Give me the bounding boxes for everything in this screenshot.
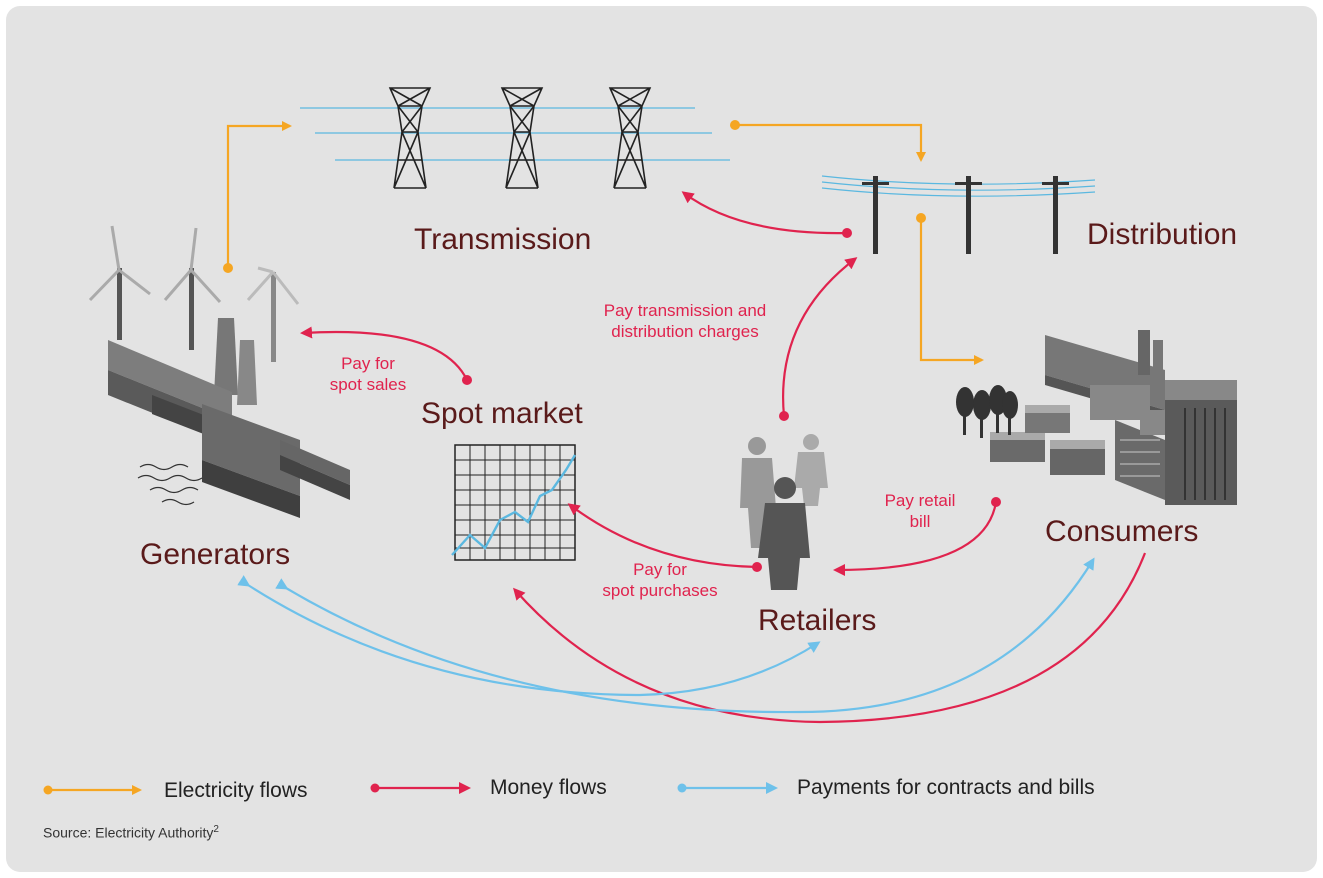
city-icon (990, 330, 1237, 505)
payments-flows (237, 557, 1095, 714)
source-footnote: 2 (213, 824, 219, 835)
node-spot-market: Spot market (421, 397, 583, 430)
transmission-tower-icon (388, 87, 432, 189)
flow-label-line: Pay transmission and (603, 301, 767, 320)
transmission-tower-icon (608, 87, 652, 189)
tree-icon (956, 385, 1018, 438)
node-distribution: Distribution (1087, 218, 1238, 251)
node-transmission: Transmission (414, 223, 592, 256)
legend-money-flows: Money flows (490, 776, 607, 799)
legend-payments: Payments for contracts and bills (797, 776, 1095, 799)
transmission-tower-icon (500, 87, 544, 189)
spot-chart-icon (451, 444, 577, 561)
flow-label-line: bill (909, 512, 931, 531)
flow-label-line: Pay for (341, 354, 395, 373)
flow-label-pay-transmission: Pay transmission and distribution charge… (580, 300, 790, 342)
legend-electricity-line (43, 785, 142, 795)
flow-label-pay-retail-bill: Pay retail bill (870, 490, 970, 532)
source-text: Source: Electricity Authority (43, 824, 214, 841)
legend-electricity-flows: Electricity flows (164, 779, 308, 802)
node-generators: Generators (140, 538, 291, 571)
flow-label-line: Pay for (633, 560, 687, 579)
flow-label-line: Pay retail (884, 491, 956, 510)
legend-payments-line (677, 782, 778, 794)
flow-label-pay-spot-sales: Pay for spot sales (308, 353, 428, 395)
legend-money-line (370, 782, 471, 794)
electricity-flows (223, 120, 984, 365)
flow-label-pay-spot-purchases: Pay for spot purchases (585, 559, 735, 601)
flow-label-line: distribution charges (611, 322, 759, 341)
node-retailers: Retailers (758, 604, 877, 637)
power-line-icon (821, 175, 1096, 254)
wind-turbine-icon (88, 225, 300, 362)
node-consumers: Consumers (1045, 515, 1199, 548)
flow-label-line: spot purchases (602, 581, 718, 600)
power-plant-icon (108, 318, 350, 518)
flow-label-line: spot sales (329, 375, 407, 394)
source-note: Source: Electricity Authority2 (43, 824, 219, 841)
